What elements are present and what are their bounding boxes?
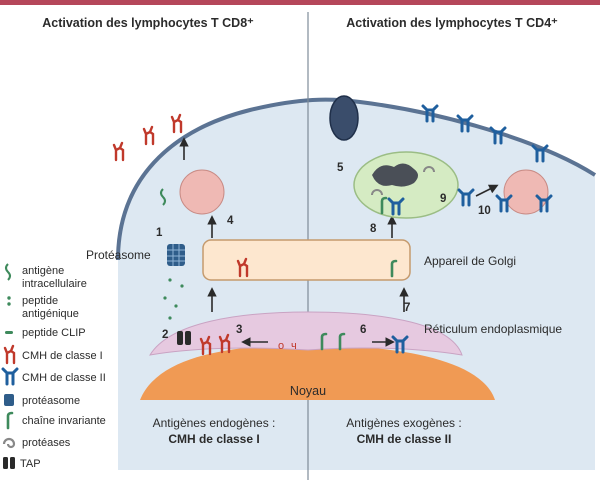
step-6: 6 [360,324,366,336]
step-7: 7 [404,302,410,314]
legend: antigène intracellulaire peptide antigén… [1,263,106,470]
legend-mhc2-label: CMH de classe II [22,372,106,384]
er-label: Réticulum endoplasmique [424,322,562,336]
legend-mhc1-label: CMH de classe I [22,350,103,362]
step-3: 3 [236,324,242,336]
degraded-antigen [372,163,418,187]
legend-proteasome-icon [4,394,14,406]
legend-antigen-line2: intracellulaire [22,278,87,290]
step-4: 4 [227,215,234,227]
bottom-right-line1: Antigènes exogènes : [346,416,461,430]
legend-invariant-icon [6,411,14,430]
er-mhc1-fragment: o [278,340,284,352]
golgi-apparatus [202,239,411,281]
bottom-left-line2: CMH de classe I [168,432,259,446]
membrane-mhc1-icon-b [142,125,155,146]
legend-mhc2-icon [1,367,19,386]
legend-protease-label: protéases [22,437,71,449]
bottom-right-line2: CMH de classe II [357,432,452,446]
golgi-label: Appareil de Golgi [424,254,516,268]
legend-peptide-line1: peptide [22,295,58,307]
legend-antigen-line1: antigène [22,265,64,277]
legend-clip-peptide-icon [5,331,13,334]
legend-peptide-line2: antigénique [22,308,79,320]
proteasome-icon [167,244,185,266]
step-1: 1 [156,227,163,239]
step-numbers: 1 2 3 4 5 6 7 8 9 10 [156,162,491,341]
header-right: Activation des lymphocytes T CD4⁺ [346,16,558,30]
membrane-mhc1-icon-a [112,141,125,162]
legend-peptide-icon [7,296,11,300]
endocytic-vesicle [329,95,359,141]
step-9: 9 [440,193,446,205]
proteasome-label: Protéasome [86,248,151,262]
step-8: 8 [370,223,377,235]
step-2: 2 [162,329,168,341]
legend-clip-label: peptide CLIP [22,327,86,339]
step-10: 10 [478,205,491,217]
antigen-icon [160,188,166,206]
membrane-mhc1-icon-c [170,113,183,134]
legend-protease-icon [2,437,16,449]
nucleus-label: Noyau [290,384,326,398]
bottom-left-line1: Antigènes endogènes : [153,416,276,430]
cytoplasm [118,99,595,470]
vesicle-right [503,169,549,215]
legend-tap-label: TAP [20,458,41,470]
legend-mhc1-icon [3,344,16,365]
tap-icon [177,331,191,345]
arrow-step10 [475,184,499,197]
protease-icons [371,166,435,196]
er-mhc1-fragment-2: ч [291,340,297,352]
legend-antigen-icon [5,263,11,281]
nucleus [140,345,495,400]
header-left: Activation des lymphocytes T CD8⁺ [42,16,254,30]
legend-tap-icon [3,457,8,469]
legend-invariant-label: chaîne invariante [22,415,106,427]
step-5: 5 [337,162,344,174]
peptide-dots [163,278,184,320]
top-bar [0,0,600,5]
legend-proteasome-label: protéasome [22,395,80,407]
vesicle-left [179,169,225,215]
